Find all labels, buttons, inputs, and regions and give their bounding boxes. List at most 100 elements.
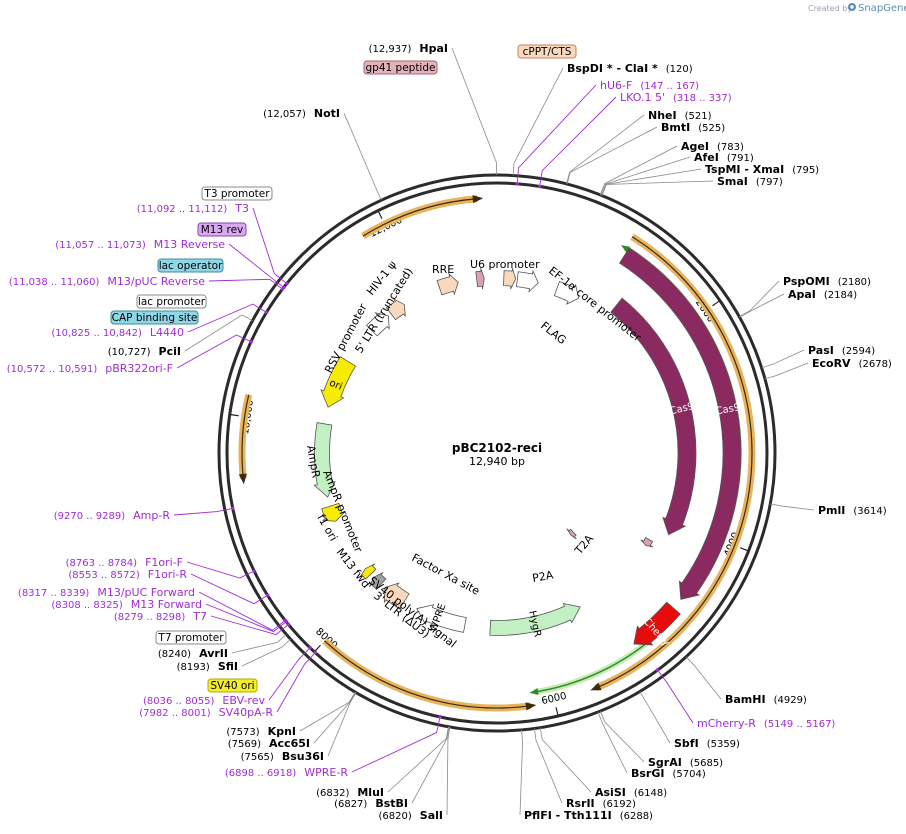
primer-name: L4440 [150, 326, 184, 339]
box-label-t7-promoter[interactable]: T7 promoter [155, 630, 227, 645]
cut-site-acc65i[interactable]: Acc65I(7569) [228, 737, 310, 750]
primer-m13-puc-forward[interactable]: M13/pUC Forward(8317 .. 8339) [18, 586, 195, 599]
primer-coord: (11,092 .. 11,112) [137, 204, 228, 215]
feature-text-rre: RRE [432, 263, 454, 276]
box-label-gp41-peptide[interactable]: gp41 peptide [363, 60, 438, 75]
cut-site-pcii[interactable]: PciI(10,727) [108, 345, 181, 358]
primer-pbr322ori-f[interactable]: pBR322ori-F (10,572 .. 10,591) [7, 362, 173, 375]
cut-site-agei[interactable]: AgeI(783) [681, 140, 744, 153]
enzyme-coord: (12,937) [369, 44, 412, 55]
enzyme-coord: (6192) [603, 799, 636, 810]
box-label-m13-rev[interactable]: M13 rev [197, 222, 247, 237]
outer-feature-core [595, 236, 753, 689]
primer-coord: (8553 .. 8572) [68, 570, 140, 581]
cut-site-afei[interactable]: AfeI(791) [694, 151, 754, 164]
primer-hu6-f[interactable]: hU6-F(147 .. 167) [600, 79, 699, 92]
cut-site-ecorv[interactable]: EcoRV(2678) [812, 357, 892, 370]
primer-leader [190, 573, 270, 605]
enzyme-coord: (6148) [634, 788, 667, 799]
primer-t3[interactable]: T3 (11,092 .. 11,112) [137, 202, 249, 215]
cut-site-pasi[interactable]: PasI(2594) [808, 344, 875, 357]
box-label-t3-promoter[interactable]: T3 promoter [201, 186, 273, 201]
enzyme-name: BsrGI [631, 767, 664, 780]
box-label-lac-operator[interactable]: lac operator [157, 258, 224, 273]
cut-site-leader [600, 156, 691, 196]
cut-site-rsrii[interactable]: RsrII(6192) [566, 797, 636, 810]
cut-site-bstbi[interactable]: BstBI(6827) [334, 797, 408, 810]
primer-f1ori-r[interactable]: F1ori-R(8553 .. 8572) [68, 568, 187, 581]
box-label-background [155, 630, 227, 645]
primer-coord: (11,038 .. 11,060) [9, 277, 100, 288]
enzyme-name: NheI [648, 109, 677, 122]
cut-site-bsrgi[interactable]: BsrGI(5704) [631, 767, 706, 780]
feature-rsv-promoter [365, 312, 390, 337]
enzyme-name: BamHI [725, 693, 766, 706]
primer-lko-1-5[interactable]: LKO.1 5'(318 .. 337) [620, 91, 732, 104]
box-label-cppt-cts[interactable]: cPPT/CTS [517, 44, 577, 59]
cut-site-bamhi[interactable]: BamHI (4929) [725, 693, 807, 706]
primer-amp-r[interactable]: Amp-R(9270 .. 9289) [54, 509, 171, 522]
enzyme-coord: (2180) [838, 277, 871, 288]
cut-site-sgrai[interactable]: SgrAI(5685) [648, 756, 723, 769]
feature-mcherry [633, 601, 681, 646]
cut-site-bsu36i[interactable]: Bsu36I(7565) [241, 750, 324, 763]
enzyme-name: AfeI [694, 151, 719, 164]
cut-site-hpai[interactable]: HpaI (12,937) [369, 42, 448, 55]
cut-site-sfii[interactable]: SfiI(8193) [177, 660, 238, 673]
enzyme-coord: (5685) [690, 758, 723, 769]
box-label-cap-binding-site[interactable]: CAP binding site [110, 310, 199, 325]
outer-feature-core [362, 198, 478, 237]
primer-l4440[interactable]: L4440 (10,825 .. 10,842) [51, 326, 184, 339]
primer-name: WPRE-R [304, 766, 348, 779]
cut-site-pmli[interactable]: PmlI(3614) [818, 504, 887, 517]
cut-site-sbfi[interactable]: SbfI(5359) [674, 737, 740, 750]
box-label-lac-promoter[interactable]: lac promoter [136, 294, 207, 309]
cut-site-asisi[interactable]: AsiSI(6148) [595, 786, 667, 799]
enzyme-name: KpnI [268, 725, 296, 738]
enzyme-name: HpaI [419, 42, 448, 55]
primer-name: SV40pA-R [219, 706, 274, 719]
cut-site-apai[interactable]: ApaI(2184) [788, 288, 857, 301]
cut-site-leader [451, 47, 497, 176]
cut-site-nhei[interactable]: NheI(521) [648, 109, 712, 122]
primer-coord: (10,572 .. 10,591) [7, 364, 98, 375]
primer-coord: (10,825 .. 10,842) [51, 328, 142, 339]
enzyme-name: SalI [420, 809, 443, 822]
primer-mark [249, 339, 253, 344]
enzyme-name: Acc65I [269, 737, 310, 750]
cut-site-mlui[interactable]: MluI(6832) [316, 786, 384, 799]
primer-sv40pa-r[interactable]: SV40pA-R(7982 .. 8001) [139, 706, 273, 719]
primer-name: T3 [234, 202, 249, 215]
cut-site-pspomi[interactable]: PspOMI(2180) [783, 275, 871, 288]
cut-site-leader [241, 638, 291, 667]
feature-text-ampr: AmpR [304, 444, 323, 479]
primer-wpre-r[interactable]: WPRE-R(6898 .. 6918) [225, 766, 348, 779]
enzyme-coord: (2184) [824, 290, 857, 301]
enzyme-coord: (6832) [316, 788, 349, 799]
cut-site-noti[interactable]: NotI(12,057) [263, 107, 340, 120]
enzyme-name: SbfI [674, 737, 699, 750]
primer-m13-reverse[interactable]: M13 Reverse(11,057 .. 11,073) [55, 238, 225, 251]
cut-site-avrii[interactable]: AvrII(8240) [158, 647, 228, 660]
cut-site-tspmi-xmai[interactable]: TspMI - XmaI(795) [705, 163, 819, 176]
cut-site-smai[interactable]: SmaI(797) [717, 175, 783, 188]
box-label-sv40-ori[interactable]: SV40 ori [207, 678, 258, 693]
enzyme-coord: (4929) [774, 695, 807, 706]
cut-site-leader [446, 726, 451, 816]
primer-name: F1ori-F [145, 556, 183, 569]
cut-site-bspdi-clai[interactable]: BspDI * - ClaI *(120) [567, 62, 693, 75]
primer-m13-forward[interactable]: M13 Forward(8308 .. 8325) [51, 598, 202, 611]
cut-site-kpni[interactable]: KpnI(7573) [226, 725, 296, 738]
primer-ebv-rev[interactable]: EBV-rev(8036 .. 8055) [143, 694, 265, 707]
cut-site-bmti[interactable]: BmtI(525) [661, 121, 725, 134]
feature-rre [436, 272, 459, 296]
primer-m13-puc-reverse[interactable]: M13/pUC Reverse(11,038 .. 11,060) [9, 275, 205, 288]
primer-f1ori-f[interactable]: F1ori-F(8763 .. 8784) [66, 556, 183, 569]
primer-t7[interactable]: T7(8279 .. 8298) [114, 610, 207, 623]
primer-mcherry-r[interactable]: mCherry-R(5149 .. 5167) [697, 717, 835, 730]
box-label-background [517, 44, 577, 59]
cut-site-pflfi-tth111i[interactable]: PflFI - Tth111I(6288) [524, 809, 653, 822]
cut-site-leader [770, 503, 815, 511]
cut-site-sali[interactable]: SalI(6820) [379, 809, 443, 822]
primer-name: pBR322ori-F [105, 362, 173, 375]
